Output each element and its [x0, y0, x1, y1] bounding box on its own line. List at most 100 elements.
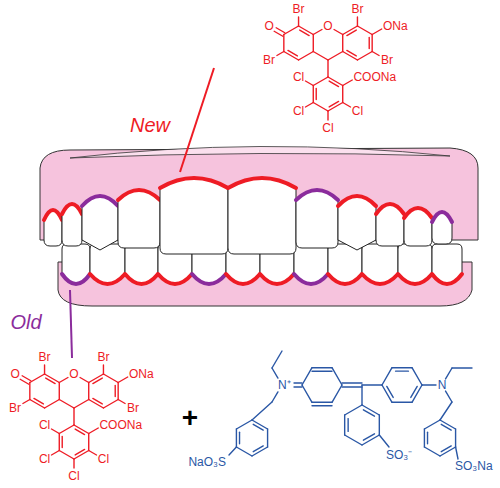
upper-tooth	[82, 196, 118, 250]
gum-line	[260, 274, 294, 284]
bond	[103, 365, 104, 374]
bond	[392, 367, 412, 368]
bond	[313, 30, 322, 35]
bond	[329, 81, 338, 86]
bond	[23, 400, 30, 404]
atom-label: O	[69, 368, 78, 380]
atom-label: Br	[293, 3, 305, 15]
atom-label: NaO₃S	[188, 456, 226, 468]
lower-tooth	[90, 244, 125, 284]
bond	[45, 400, 60, 409]
bond	[272, 351, 282, 368]
bond	[302, 385, 312, 402]
atom-label: Br	[97, 351, 109, 363]
gum-line	[398, 274, 432, 284]
atom-label: O	[10, 368, 19, 380]
upper-tooth	[296, 190, 338, 248]
bond	[75, 429, 84, 434]
atom-label: O	[264, 20, 273, 32]
plus-sign: +	[182, 404, 198, 432]
gum-line	[226, 274, 260, 284]
bond	[357, 26, 372, 35]
bond	[59, 400, 74, 409]
atom-label: ONa	[383, 20, 408, 32]
bond	[302, 368, 312, 385]
lower-tooth	[362, 244, 398, 284]
bond	[347, 50, 356, 55]
bond	[51, 429, 59, 433]
bond	[236, 429, 237, 447]
bond	[22, 376, 31, 381]
bond	[424, 447, 440, 456]
bond	[300, 30, 309, 35]
atom-label: SO₃⁻	[386, 449, 412, 461]
atom-label: O	[323, 20, 332, 32]
atom-label: Br	[127, 402, 139, 414]
bond	[117, 383, 118, 400]
gum-line	[160, 178, 228, 188]
bond	[387, 386, 393, 397]
gum-line	[296, 190, 338, 200]
lower-tooth	[432, 244, 462, 284]
upper-tooth	[376, 204, 404, 246]
atom-label: Cl	[293, 105, 304, 117]
bond	[88, 434, 89, 451]
gum-line	[44, 210, 62, 220]
atom-label: Br	[9, 402, 21, 414]
atom-label: Cl	[322, 122, 333, 134]
bond	[62, 437, 63, 448]
bond	[327, 60, 328, 77]
bond	[357, 52, 372, 61]
bond	[313, 103, 328, 112]
bond	[343, 103, 351, 107]
bond	[75, 449, 84, 454]
atom-label: N	[438, 379, 447, 391]
bond	[46, 378, 55, 383]
bond	[329, 101, 338, 106]
bond	[236, 420, 252, 429]
bond	[267, 429, 268, 447]
bond	[73, 408, 74, 425]
bond	[305, 81, 313, 85]
bond	[277, 52, 284, 56]
bond	[34, 398, 43, 403]
bond	[44, 365, 45, 374]
atom-label: N⁺	[278, 379, 291, 391]
bond	[103, 374, 118, 383]
bond	[59, 383, 60, 400]
leader-line	[180, 68, 214, 172]
bond	[369, 38, 370, 49]
upper-tooth	[338, 196, 376, 250]
bond	[253, 446, 263, 452]
callout-label: New	[130, 115, 170, 135]
upper-tooth	[432, 212, 452, 244]
bond	[452, 367, 472, 368]
palate	[70, 146, 450, 158]
leader-line	[70, 290, 72, 358]
bond	[313, 77, 328, 86]
bond	[59, 451, 74, 460]
bond	[253, 424, 263, 430]
bond	[342, 86, 343, 103]
lower-tooth	[398, 244, 432, 284]
upper-tooth	[228, 178, 296, 254]
gum-line	[192, 274, 226, 284]
bond	[89, 451, 97, 455]
bond	[446, 368, 452, 379]
lower-tooth	[62, 244, 90, 284]
bond	[327, 111, 328, 120]
bond	[427, 432, 428, 444]
atom-label: Br	[263, 54, 275, 66]
bond	[73, 459, 74, 468]
bond	[332, 385, 342, 402]
bond	[379, 415, 380, 435]
bond	[342, 382, 362, 383]
atom-label: Br	[351, 3, 363, 15]
bond	[334, 30, 343, 35]
bond	[392, 402, 412, 403]
bond	[272, 392, 278, 402]
bond	[456, 447, 458, 459]
bond	[344, 415, 345, 435]
bond	[412, 368, 422, 385]
bond	[363, 434, 374, 440]
